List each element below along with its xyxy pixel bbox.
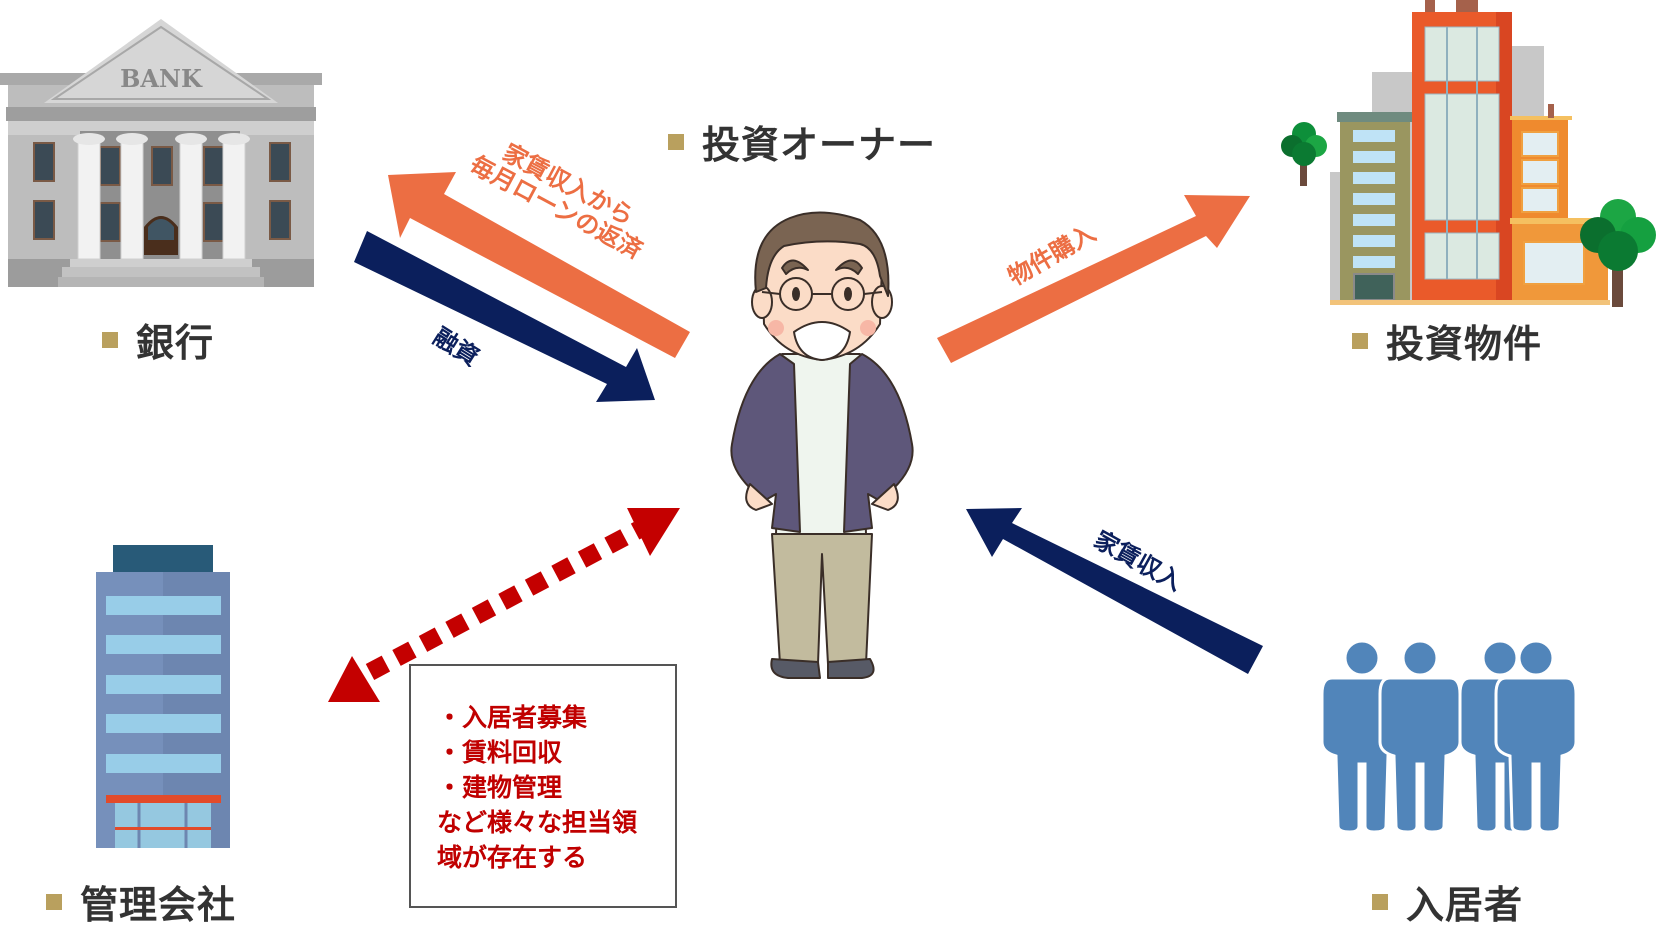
property-label: 投資物件 — [1352, 313, 1542, 368]
label-bullet-icon — [1352, 332, 1368, 349]
label-bullet-icon — [46, 893, 62, 910]
bank-label: 銀行 — [102, 312, 214, 367]
management-label: 管理会社 — [46, 874, 236, 929]
label-bullet-icon — [668, 133, 684, 150]
bank-sign: BANK — [120, 64, 203, 93]
rent-income-arrow-label: 家賃収入 — [1089, 525, 1187, 597]
city-buildings-icon — [1330, 0, 1610, 305]
investor-man-icon — [730, 211, 914, 679]
notes-footer-line1: など様々な担当領 — [437, 808, 638, 837]
purchase-arrow-label: 物件購入 — [1003, 218, 1101, 292]
management-notes-box: ・入居者募集 ・賃料回収 ・建物管理 など様々な担当領 域が存在する — [409, 664, 677, 908]
repayment-arrow-label: 家賃収入から 毎月ローンの返済 — [465, 138, 647, 266]
notes-footer-line2: 域が存在する — [437, 843, 588, 872]
management-node — [96, 545, 234, 849]
management-duties-list: ・入居者募集 ・賃料回収 ・建物管理 — [437, 700, 587, 805]
people-group-icon — [1320, 639, 1578, 834]
tree-icon — [1281, 122, 1327, 186]
tenants-label: 入居者 — [1372, 874, 1523, 929]
duty-item: ・入居者募集 — [437, 703, 588, 732]
property-node — [1310, 0, 1658, 305]
financing-arrow-label: 融資 — [428, 322, 484, 372]
label-bullet-icon — [102, 331, 118, 348]
bank-building-icon: BANK — [0, 19, 322, 287]
duty-item: ・賃料回収 — [437, 738, 563, 767]
arrowhead-down-left-icon — [328, 656, 380, 702]
tree-icon — [1580, 199, 1656, 307]
office-tower-icon — [96, 545, 230, 848]
duty-item: ・建物管理 — [437, 773, 563, 802]
label-bullet-icon — [1372, 893, 1388, 910]
arrowhead-up-right-icon — [627, 508, 680, 556]
bank-node: BANK — [0, 15, 322, 287]
owner-label: 投資オーナー — [668, 114, 936, 169]
